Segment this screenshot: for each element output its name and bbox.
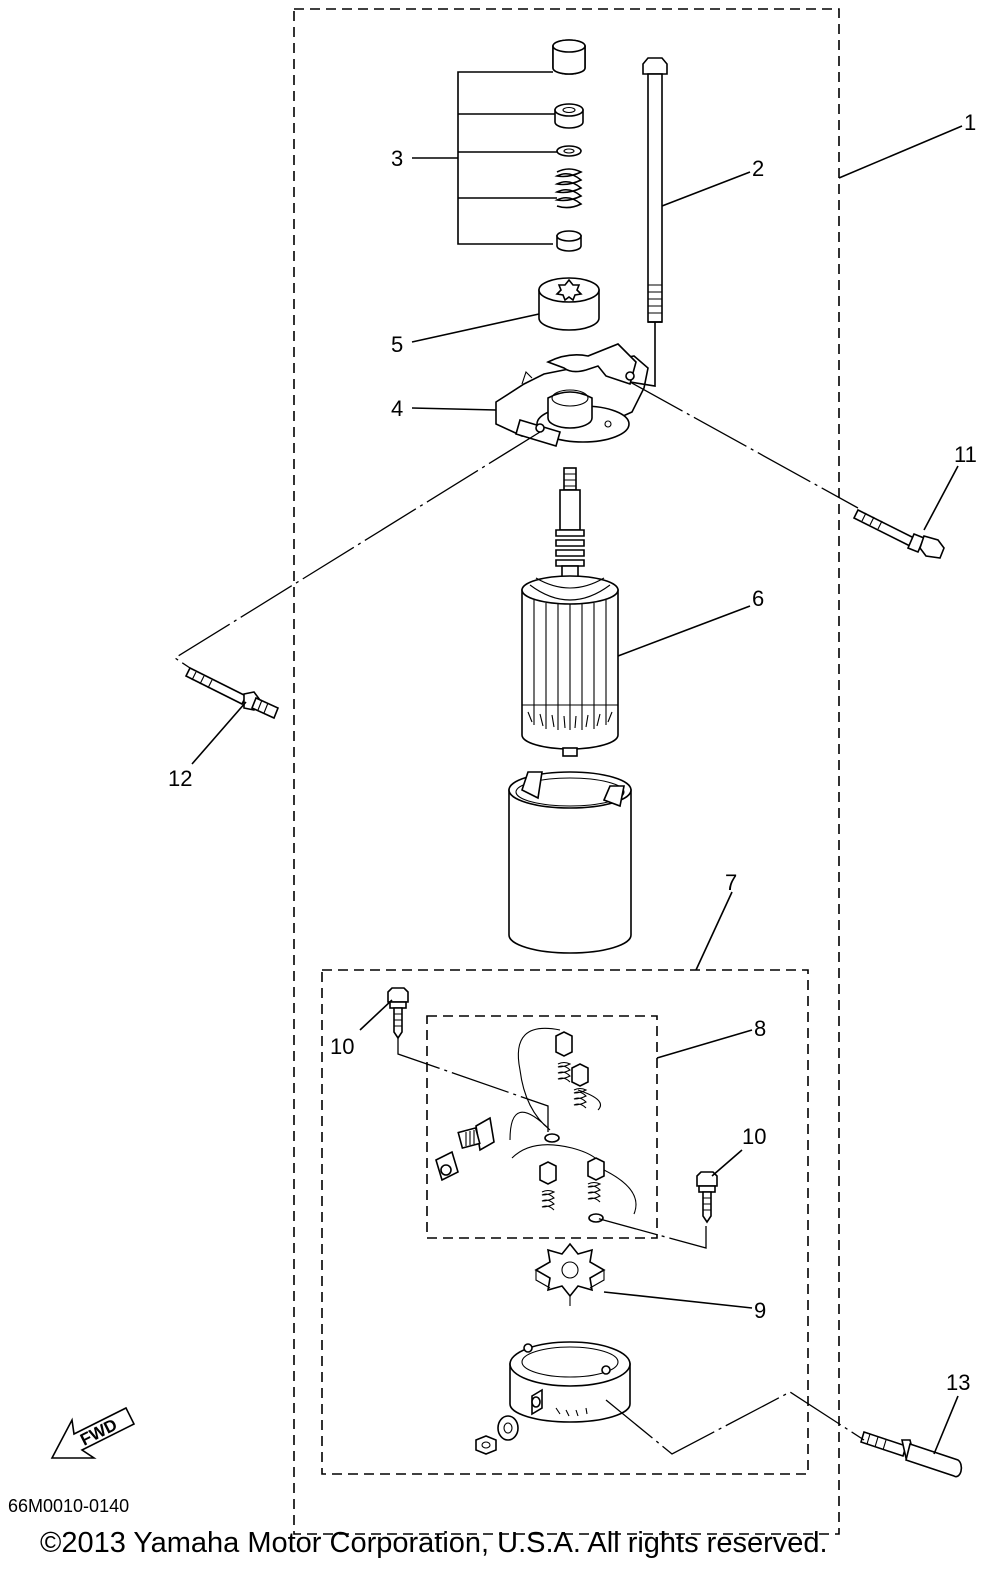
part-12-stud-bolt (184, 666, 280, 720)
callout-8-leader (656, 1029, 753, 1059)
fwd-arrow-icon: FWD (50, 1406, 136, 1459)
chain-line-2 (629, 322, 656, 387)
part-13-bolt (860, 1430, 963, 1478)
figure-code: 66M0010-0140 (8, 1496, 129, 1516)
part-yoke-housing (508, 771, 632, 954)
part-5-pinion-gear (538, 277, 600, 331)
callout-5-leader (411, 313, 540, 343)
chain-line-11 (629, 381, 859, 509)
fwd-label: FWD (77, 1415, 120, 1450)
callout-13: 13 (946, 1370, 970, 1395)
callout-10-left: 10 (330, 1034, 354, 1059)
callout-1-leader (838, 125, 963, 179)
callout-3-bracket (412, 71, 557, 245)
callout-10b-leader (711, 1149, 743, 1177)
callout-10a-leader (359, 999, 393, 1031)
callout-11-leader (923, 465, 959, 531)
callout-3: 3 (391, 146, 403, 171)
callout-12-leader (191, 701, 247, 765)
part-8-brush-set (435, 1027, 637, 1223)
callout-5: 5 (391, 332, 403, 357)
callout-7: 7 (725, 870, 737, 895)
part-4-upper-bracket (495, 343, 649, 447)
callout-6: 6 (752, 586, 764, 611)
callout-11: 11 (954, 442, 977, 467)
callout-1: 1 (964, 110, 976, 135)
part-3-pinion-kit (552, 39, 586, 252)
callout-4-leader (411, 407, 497, 411)
chain-line-12 (173, 431, 541, 669)
callout-6-leader (617, 605, 751, 657)
assembly-boundary-7 (321, 969, 809, 1475)
callout-13-leader (933, 1395, 959, 1455)
chain-line-10a (397, 1038, 549, 1132)
part-6-armature (521, 467, 619, 757)
chain-line-13 (605, 1391, 865, 1455)
callout-2: 2 (752, 156, 764, 181)
callout-2-leader (661, 171, 751, 207)
callout-9-leader (603, 1291, 753, 1309)
callout-12: 12 (168, 766, 192, 791)
part-lower-bracket (475, 1341, 631, 1455)
copyright-notice: ©2013 Yamaha Motor Corporation, U.S.A. A… (40, 1527, 828, 1559)
chain-line-10b (595, 1217, 707, 1249)
part-9-brush-holder (534, 1242, 606, 1306)
callout-10-right: 10 (742, 1124, 766, 1149)
assembly-boundary-1 (293, 8, 840, 1535)
part-11-bolt (852, 508, 945, 559)
callout-7-leader (695, 891, 733, 971)
callout-4: 4 (391, 396, 403, 421)
part-10-screw-right (696, 1171, 718, 1224)
callout-9: 9 (754, 1298, 766, 1323)
callout-8: 8 (754, 1016, 766, 1041)
part-2-through-bolt (642, 57, 668, 323)
assembly-boundary-8 (426, 1015, 658, 1239)
part-10-screw-left (387, 987, 409, 1040)
